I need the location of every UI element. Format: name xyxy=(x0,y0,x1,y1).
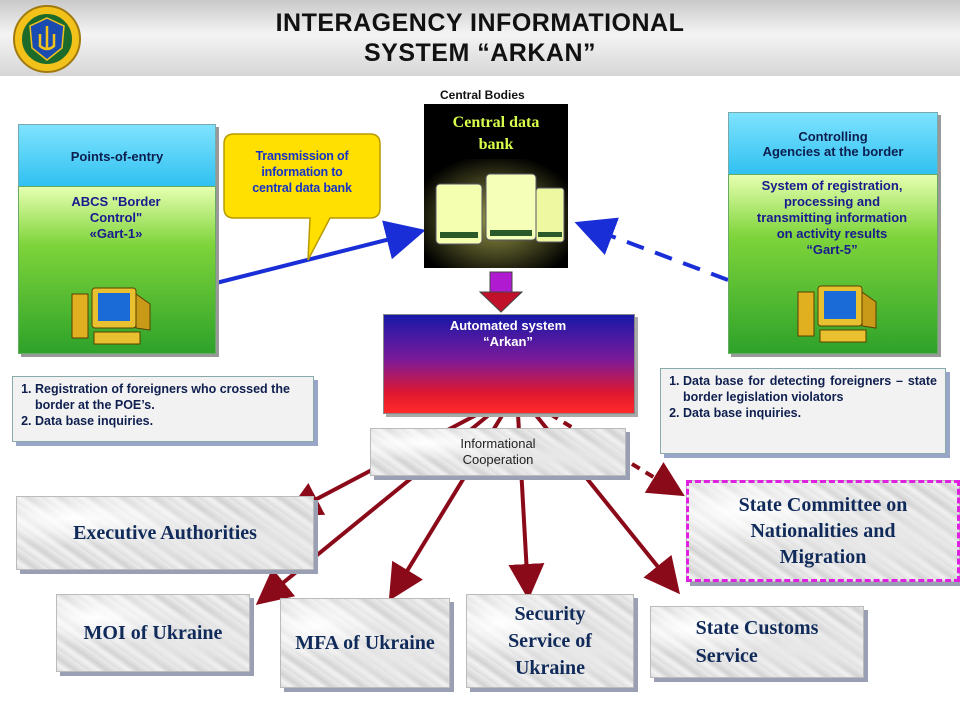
title-line-2: SYSTEM “ARKAN” xyxy=(363,39,596,67)
right-note-item-1: Data base for detecting foreigners – sta… xyxy=(683,373,937,405)
automated-system-arkan-box xyxy=(383,314,635,414)
moi-ukraine-box: MOI of Ukraine xyxy=(56,594,250,672)
mfa-label: MFA of Ukraine xyxy=(295,631,435,654)
ssu-line-2: Service of xyxy=(508,629,592,652)
state-border-emblem-icon xyxy=(12,4,82,74)
controlling-line-1: Controlling xyxy=(798,129,868,144)
bank-to-arkan-arrow xyxy=(478,271,524,313)
abcs-label: ABCS "Border Control" «Gart-1» xyxy=(18,194,214,242)
security-service-box: Security Service of Ukraine xyxy=(466,594,634,688)
gart5-line-5: “Gart-5” xyxy=(806,242,858,257)
gart5-line-1: System of registration, xyxy=(761,178,903,193)
transmission-line-2: information to xyxy=(261,165,343,179)
central-data-bank-box xyxy=(424,104,568,268)
right-note-item-2: Data base inquiries. xyxy=(683,405,937,421)
abcs-line-2: Control" xyxy=(89,210,143,225)
computer-icon-right xyxy=(796,282,882,353)
data-bank-line-1: Central data xyxy=(452,114,540,131)
state-committee-nationalities-box: State Committee on Nationalities and Mig… xyxy=(686,480,960,582)
computer-icon xyxy=(70,284,156,355)
left-note-item-2: Data base inquiries. xyxy=(35,413,305,429)
customs-line-2: Service xyxy=(695,645,758,667)
gart5-line-3: transmitting information xyxy=(756,210,908,225)
controlling-line-2: Agencies at the border xyxy=(762,144,904,159)
state-committee-dashed-border xyxy=(686,480,960,582)
ssu-line-1: Security xyxy=(514,602,586,625)
customs-line-1: State Customs xyxy=(695,617,819,639)
abcs-line-3: «Gart-1» xyxy=(89,226,143,241)
transmission-speech-bubble xyxy=(223,133,381,261)
points-of-entry-label: Points-of-entry xyxy=(70,148,164,164)
arkan-line-1: Automated system xyxy=(449,318,567,333)
automated-system-arkan-label: Automated system “Arkan” xyxy=(383,318,633,350)
scnm-line-1: State Committee on xyxy=(738,494,908,516)
controlling-to-bank-arrow xyxy=(574,217,729,282)
scnm-line-3: Migration xyxy=(779,546,867,568)
controlling-agencies-header: Controlling Agencies at the border xyxy=(728,112,938,176)
points-of-entry-functions-note: Registration of foreigners who crossed t… xyxy=(12,376,314,442)
executive-authorities-box: Executive Authorities xyxy=(16,496,314,570)
controlling-functions-note: Data base for detecting foreigners – sta… xyxy=(660,368,946,454)
info-coop-line-2: Cooperation xyxy=(462,452,534,467)
scnm-line-2: Nationalities and xyxy=(750,520,896,542)
moi-label: MOI of Ukraine xyxy=(83,621,223,644)
gart5-line-4: on activity results xyxy=(776,226,888,241)
data-bank-line-2: bank xyxy=(478,136,514,153)
abcs-line-1: ABCS "Border xyxy=(71,194,161,209)
arkan-line-2: “Arkan” xyxy=(483,334,533,349)
transmission-line-3: central data bank xyxy=(252,181,352,195)
entry-to-bank-arrow xyxy=(215,220,426,285)
state-customs-box: State Customs Service xyxy=(650,606,864,678)
central-data-bank-title: Central data bank xyxy=(424,112,568,156)
transmission-text: Transmission of information to central d… xyxy=(234,148,370,196)
mfa-ukraine-box: MFA of Ukraine xyxy=(280,598,450,688)
ssu-line-3: Ukraine xyxy=(514,656,585,679)
info-coop-line-1: Informational xyxy=(460,436,536,451)
server-icon xyxy=(424,159,568,268)
transmission-line-1: Transmission of xyxy=(255,149,349,163)
gart5-line-2: processing and xyxy=(783,194,881,209)
header-bar xyxy=(0,0,960,76)
gart5-label: System of registration, processing and t… xyxy=(728,178,936,258)
arkan-to-scnm-arrow xyxy=(548,412,685,497)
executive-authorities-label: Executive Authorities xyxy=(73,521,257,544)
points-of-entry-header: Points-of-entry xyxy=(18,124,216,188)
page-title: INTERAGENCY INFORMATIONAL SYSTEM “ARKAN” xyxy=(180,8,780,68)
informational-cooperation-box: Informational Cooperation xyxy=(370,428,626,476)
central-bodies-label: Central Bodies xyxy=(440,88,525,102)
left-note-item-1: Registration of foreigners who crossed t… xyxy=(35,381,305,413)
title-line-1: INTERAGENCY INFORMATIONAL xyxy=(275,9,685,37)
